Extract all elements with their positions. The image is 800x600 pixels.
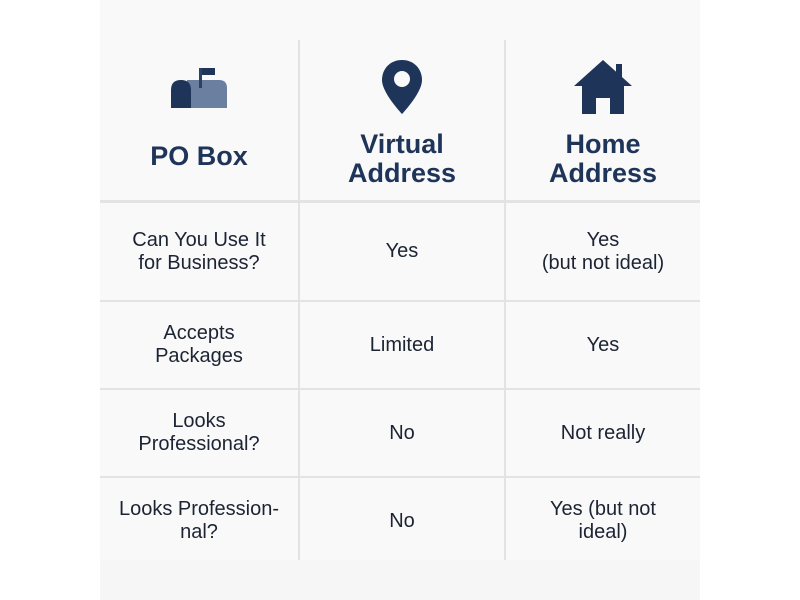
row-label: Looks Profession- nal?	[118, 498, 280, 543]
table-row: Can You Use It for Business? Yes Yes (bu…	[100, 200, 700, 300]
virtual-address-value: No	[298, 478, 504, 564]
home-address-value: Yes (but not ideal)	[504, 203, 700, 300]
footer-band	[100, 560, 700, 600]
table-row: Accepts Packages Limited Yes	[100, 300, 700, 388]
map-pin-icon	[382, 60, 422, 114]
header-po-box-label: PO Box	[150, 141, 248, 171]
mailbox-icon	[171, 68, 227, 108]
header-home-address: Home Address	[504, 40, 700, 200]
row-label: Can You Use It for Business?	[132, 228, 266, 274]
home-address-value: Yes	[504, 302, 700, 388]
header-virtual-address-label: Virtual Address	[347, 129, 457, 188]
comparison-table: PO Box Virtual Address Home	[100, 40, 700, 564]
row-label: Accepts Packages	[155, 322, 243, 367]
home-address-value: Not really	[504, 390, 700, 476]
comparison-card: PO Box Virtual Address Home	[100, 0, 700, 600]
table-row: Looks Profession- nal? No Yes (but not i…	[100, 476, 700, 564]
virtual-address-value: No	[298, 390, 504, 476]
header-po-box: PO Box	[100, 40, 298, 200]
virtual-address-value: Limited	[298, 302, 504, 388]
header-home-address-label: Home Address	[548, 129, 658, 188]
virtual-address-value: Yes	[298, 203, 504, 300]
table-header-row: PO Box Virtual Address Home	[100, 40, 700, 200]
header-virtual-address: Virtual Address	[298, 40, 504, 200]
home-address-value: Yes (but not ideal)	[504, 478, 700, 564]
row-label: Looks Professional?	[138, 410, 260, 455]
table-row: Looks Professional? No Not really	[100, 388, 700, 476]
house-icon	[574, 60, 632, 114]
